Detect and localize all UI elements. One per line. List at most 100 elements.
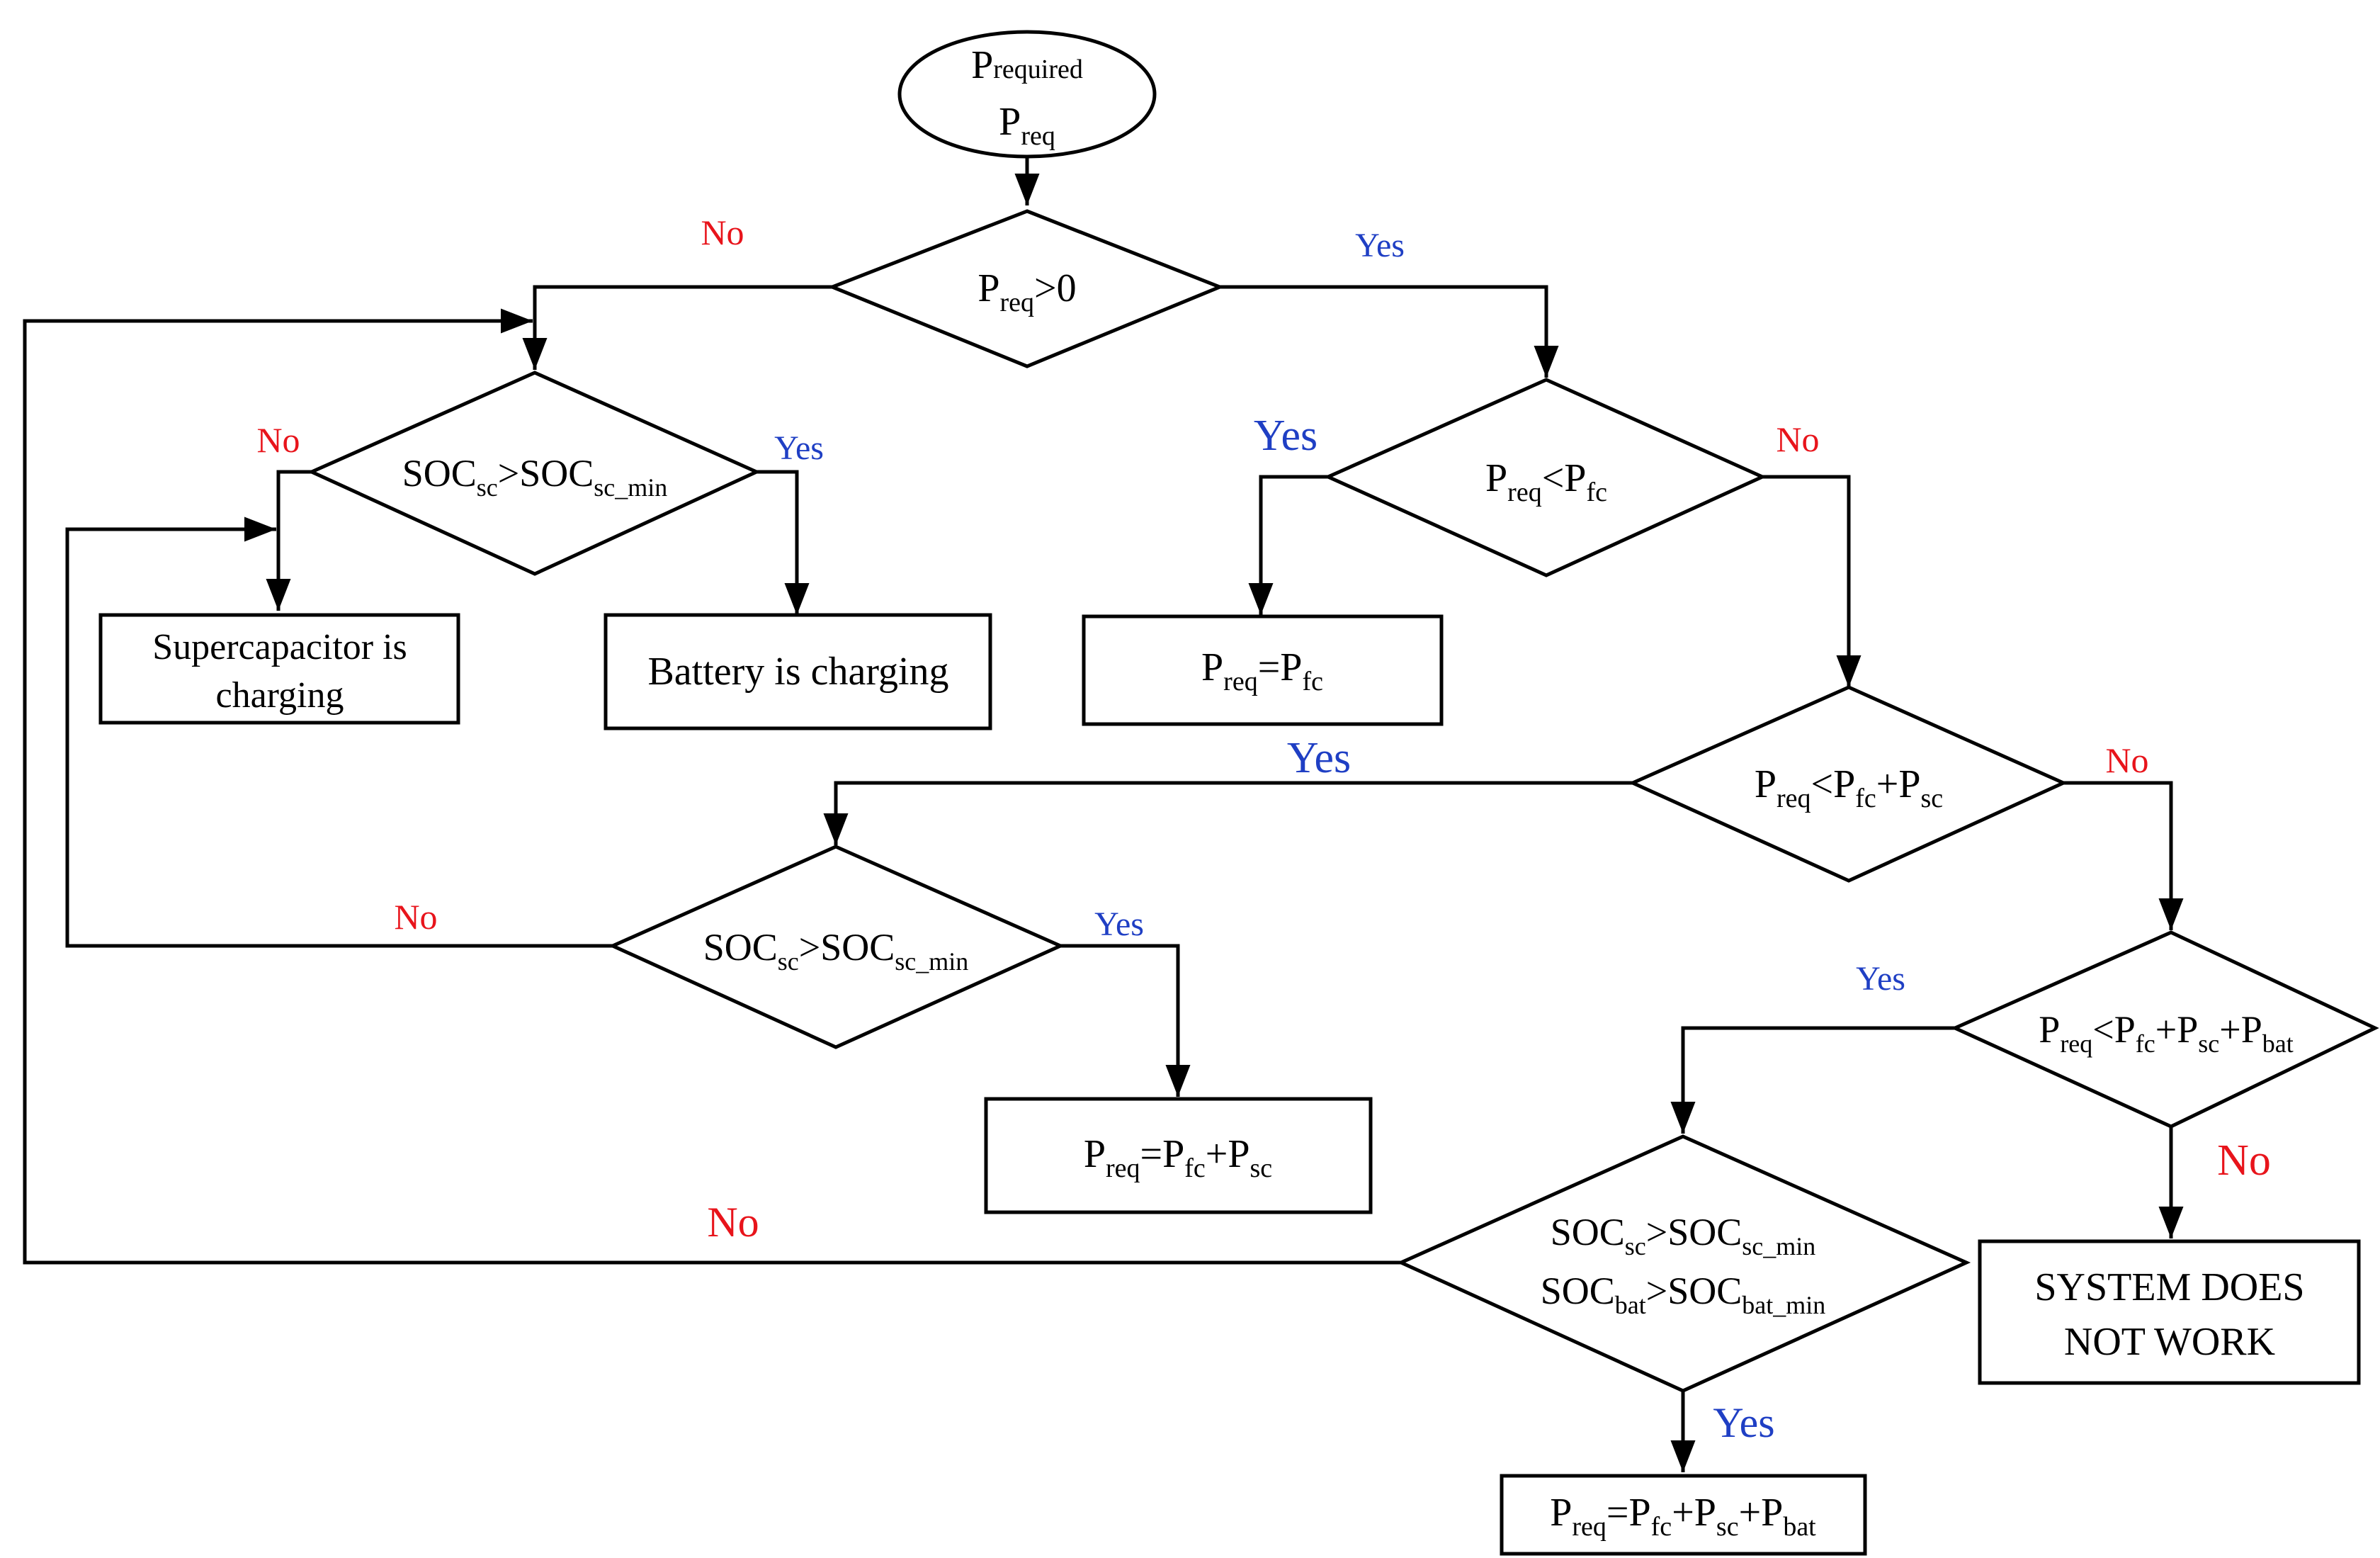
d7-part: >SOC — [1646, 1211, 1742, 1253]
box-preq-eq-pfc-psc: Preq=Pfc+Psc — [984, 1097, 1373, 1214]
b6-part: +P — [1672, 1491, 1716, 1535]
d7-part: SOC — [1551, 1211, 1625, 1253]
svg-text:Preq>0: Preq>0 — [978, 266, 1076, 317]
d6-part: +P — [2155, 1008, 2199, 1051]
d2-part: >SOC — [498, 452, 594, 495]
b6-part: P — [1550, 1491, 1572, 1535]
label-d7-no: No — [707, 1199, 759, 1246]
edge-d3-yes — [1248, 475, 1328, 615]
edge-d4-yes — [823, 781, 1633, 845]
b3-sub: req — [1223, 667, 1258, 696]
d6-part: P — [2039, 1008, 2060, 1051]
label-d7-yes: Yes — [1713, 1399, 1774, 1446]
d5-part: >SOC — [799, 926, 895, 969]
label-d2-no: No — [256, 420, 300, 460]
b4-part: +P — [1206, 1132, 1250, 1176]
d5-part: SOC — [703, 926, 778, 969]
decision-preq-gt-0: Preq>0 — [827, 209, 1225, 368]
d6-sub: bat — [2262, 1029, 2294, 1058]
box-preq-eq-pfc: Preq=Pfc — [1082, 614, 1444, 726]
decision-preq-lt-pfc-psc-pbat: Preq<Pfc+Psc+Pbat — [1950, 930, 2379, 1129]
box-system-does-not-work: SYSTEM DOES NOT WORK — [1978, 1239, 2361, 1385]
svg-text:Preq<Pfc+Psc+Pbat: Preq<Pfc+Psc+Pbat — [2039, 1008, 2293, 1058]
d5-sub: sc_min — [895, 947, 968, 976]
svg-text:SOCsc>SOCsc_min: SOCsc>SOCsc_min — [1551, 1211, 1816, 1260]
d4-sub: fc — [1855, 784, 1876, 813]
d7-sub: sc — [1625, 1232, 1646, 1260]
label-d2-yes: Yes — [774, 429, 824, 467]
d4-sub: sc — [1921, 784, 1944, 813]
edge-d5-yes — [1060, 944, 1191, 1097]
label-d1-no: No — [701, 213, 744, 252]
label-d5-yes: Yes — [1094, 905, 1144, 943]
d4-part: <P — [1811, 762, 1856, 806]
svg-text:SOCsc>SOCsc_min: SOCsc>SOCsc_min — [402, 452, 668, 502]
label-d4-no: No — [2105, 740, 2148, 780]
d2-part: SOC — [402, 452, 477, 495]
d7-sub: sc_min — [1742, 1232, 1815, 1260]
label-d1-yes: Yes — [1355, 227, 1405, 264]
d6-sub: req — [2060, 1029, 2092, 1058]
start-sub-required: required — [993, 55, 1083, 84]
b2-text: Battery is charging — [647, 650, 948, 694]
d3-sub: req — [1507, 478, 1542, 507]
box-supercapacitor-charging: Supercapacitor is charging — [98, 613, 460, 725]
b4-part: =P — [1140, 1132, 1185, 1176]
b4-sub: sc — [1250, 1153, 1273, 1183]
edge-d6-yes — [1670, 1026, 1955, 1134]
label-d5-no: No — [394, 897, 437, 937]
edge-d7-no-loop — [23, 308, 1401, 1265]
b3-sub: fc — [1302, 667, 1323, 696]
svg-text:Preq: Preq — [999, 100, 1055, 151]
b6-sub: fc — [1651, 1512, 1672, 1542]
b4-sub: fc — [1184, 1153, 1206, 1183]
d3-sub: fc — [1586, 478, 1607, 507]
edge-d3-no — [1762, 475, 1862, 687]
d1-part: >0 — [1034, 266, 1077, 310]
b6-sub: req — [1572, 1512, 1606, 1542]
b3-part: =P — [1258, 645, 1303, 689]
svg-text:SOCbat>SOCbat_min: SOCbat>SOCbat_min — [1541, 1270, 1826, 1319]
b5-line2: NOT WORK — [2064, 1320, 2275, 1364]
decision-preq-lt-pfc-psc: Preq<Pfc+Psc — [1628, 685, 2068, 883]
start-p-req: P — [999, 100, 1021, 144]
svg-text:Preq<Pfc: Preq<Pfc — [1485, 456, 1607, 507]
d2-sub: sc_min — [594, 473, 667, 502]
decision-soc-sc-soc-bat: SOCsc>SOCsc_min SOCbat>SOCbat_min — [1396, 1134, 1971, 1393]
d3-part: P — [1485, 456, 1507, 500]
b5-line1: SYSTEM DOES — [2034, 1265, 2304, 1309]
b6-part: +P — [1739, 1491, 1784, 1535]
label-d3-no: No — [1776, 419, 1819, 459]
box-battery-charging: Battery is charging — [604, 613, 992, 730]
edge-d5-no-loop — [65, 516, 613, 948]
d3-part: <P — [1542, 456, 1587, 500]
d4-part: +P — [1876, 762, 1921, 806]
b4-part: P — [1084, 1132, 1106, 1176]
d6-part: <P — [2092, 1008, 2136, 1051]
label-d6-yes: Yes — [1856, 960, 1905, 998]
b6-part: =P — [1606, 1491, 1651, 1535]
d7-part: >SOC — [1646, 1270, 1742, 1312]
edge-d2-yes — [756, 470, 810, 615]
svg-text:Preq<Pfc+Psc: Preq<Pfc+Psc — [1755, 762, 1943, 813]
d5-sub: sc — [778, 947, 799, 976]
start-p-required: P — [971, 43, 993, 87]
d4-sub: req — [1776, 784, 1811, 813]
decision-soc-sc-top: SOCsc>SOCsc_min — [307, 371, 761, 576]
d7-sub: bat — [1615, 1291, 1646, 1319]
d6-sub: sc — [2198, 1029, 2219, 1058]
edge-d2-no — [266, 470, 312, 611]
start-sub-req: req — [1021, 121, 1055, 151]
d7-sub: bat_min — [1742, 1291, 1825, 1319]
b6-sub: bat — [1783, 1512, 1816, 1542]
d6-part: +P — [2219, 1008, 2262, 1051]
b3-part: P — [1201, 645, 1223, 689]
d4-part: P — [1755, 762, 1776, 806]
edge-d4-no — [2063, 781, 2184, 930]
decision-soc-sc-middle: SOCsc>SOCsc_min — [608, 845, 1065, 1049]
svg-text:Prequired: Prequired — [971, 43, 1083, 87]
svg-text:Preq=Pfc+Psc: Preq=Pfc+Psc — [1084, 1132, 1272, 1183]
b1-line2: charging — [216, 675, 344, 716]
d2-sub: sc — [477, 473, 498, 502]
